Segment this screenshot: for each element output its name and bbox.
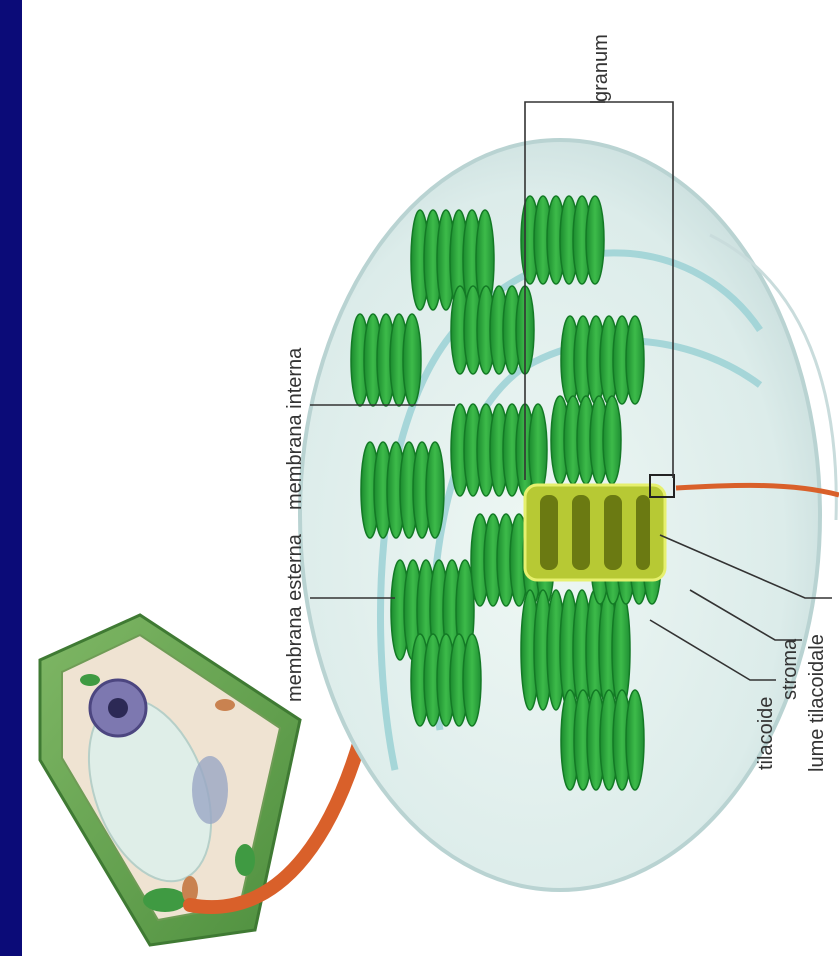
label-stroma: stroma <box>779 639 801 700</box>
thylakoid-disc <box>463 634 481 726</box>
granum-stack <box>521 590 630 710</box>
granum-stack <box>411 634 481 726</box>
chloroplast-icon <box>300 140 839 890</box>
label-membrana-esterna: membrana esterna <box>284 534 306 702</box>
thylakoid-disc <box>603 396 621 484</box>
granum-stack <box>361 442 444 538</box>
granum-stack <box>561 690 644 790</box>
granum-stack <box>551 396 621 484</box>
granum-stack <box>561 316 644 404</box>
thylakoid-disc <box>586 196 604 284</box>
thylakoid-disc <box>403 314 421 406</box>
thylakoid-disc <box>529 404 547 496</box>
thylakoid-disc <box>426 442 444 538</box>
label-granum: granum <box>590 34 612 102</box>
label-membrana-interna: membrana interna <box>284 348 306 510</box>
thylakoid-disc <box>626 690 644 790</box>
thylakoid-disc <box>626 316 644 404</box>
granum-stack <box>451 286 534 374</box>
granum-stack <box>351 314 421 406</box>
granum-stack <box>451 404 547 496</box>
label-lume-tilacoidale: lume tilacoidale <box>806 634 828 772</box>
label-tilacoide: tilacoide <box>755 697 777 770</box>
granum-stack <box>521 196 604 284</box>
highlighted-granum <box>525 485 665 580</box>
